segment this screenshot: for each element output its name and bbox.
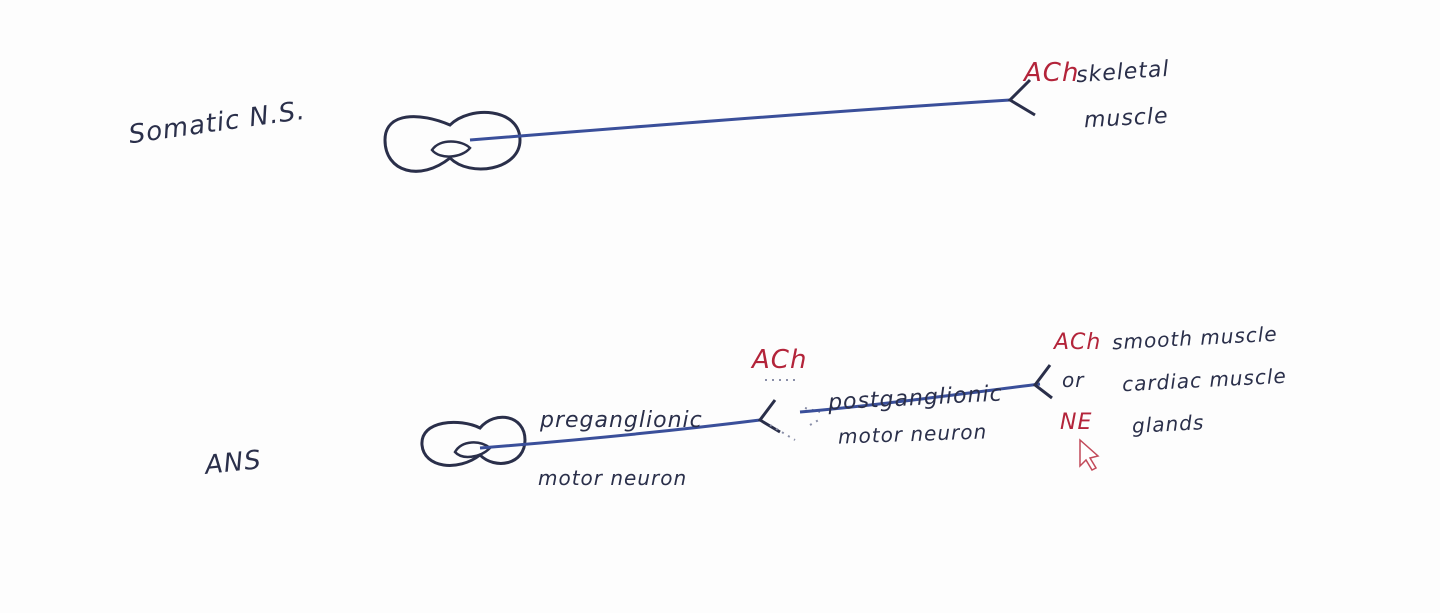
ans-nucleus — [453, 441, 492, 459]
somatic-nucleus — [430, 140, 472, 158]
somatic-neurotransmitter: ACh — [1024, 58, 1080, 88]
postganglionic-axon — [799, 382, 1041, 414]
cursor-icon — [1079, 438, 1100, 471]
somatic-axon-terminal — [1007, 78, 1036, 117]
effector-neurotransmitter-ne: NE — [1060, 410, 1093, 435]
postganglionic-terminal — [1032, 364, 1053, 400]
ans-cell-body — [420, 415, 527, 467]
preganglionic-sub-label: motor neuron — [538, 466, 688, 490]
preganglionic-label: preganglionic — [540, 408, 703, 433]
preganglionic-axon — [479, 418, 761, 450]
somatic-axon — [469, 98, 1011, 142]
ganglion-neurotransmitter: ACh — [752, 345, 808, 375]
preganglionic-terminal — [757, 399, 781, 434]
or-word: or — [1062, 368, 1085, 392]
somatic-cell-body — [383, 111, 522, 173]
target-glands: glands — [1131, 410, 1205, 438]
somatic-target-line2: muscle — [1083, 103, 1170, 134]
ans-label: ANS — [203, 445, 264, 481]
effector-neurotransmitter-ach: ACh — [1054, 330, 1102, 355]
